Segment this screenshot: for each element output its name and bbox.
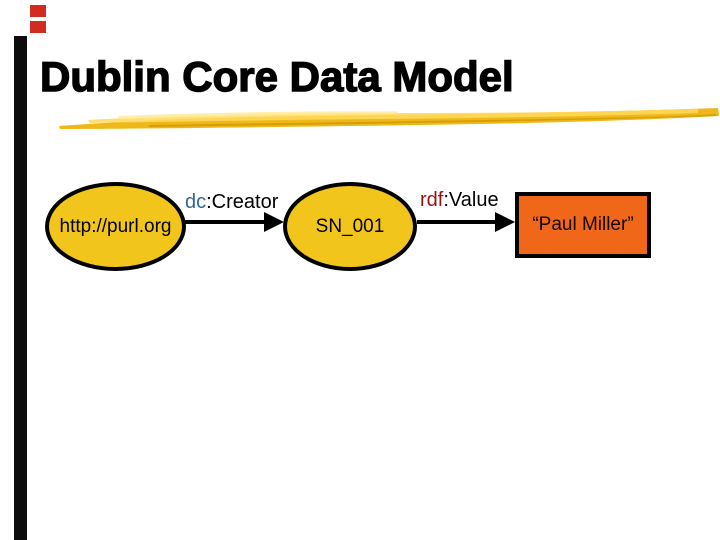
edge-rdf-value-arrow-line xyxy=(417,220,495,224)
brushstroke-underline xyxy=(59,108,719,129)
edge-rdf-value-label: rdf:Value xyxy=(420,189,499,212)
node-statement-label: SN_001 xyxy=(315,215,385,237)
red-accent-dash-bottom xyxy=(30,21,46,33)
edge-dc-creator-arrowhead xyxy=(264,212,284,232)
edge-rdf-prefix: rdf xyxy=(420,189,444,211)
left-accent-bar xyxy=(14,36,27,540)
node-resource-label: http://purl.org xyxy=(59,215,172,237)
edge-dc-suffix: :Creator xyxy=(206,191,279,213)
edge-rdf-value-arrowhead xyxy=(495,212,515,232)
node-literal-rectangle: “Paul Miller” xyxy=(515,192,651,258)
edge-dc-creator-label: dc:Creator xyxy=(185,191,278,214)
node-resource-ellipse: http://purl.org xyxy=(45,182,186,271)
red-accent-dash-top xyxy=(30,5,46,17)
slide-title: Dublin Core Data Model xyxy=(39,53,514,100)
node-literal-label: “Paul Miller” xyxy=(532,214,634,235)
edge-dc-creator-arrow-line xyxy=(185,220,265,224)
node-statement-ellipse: SN_001 xyxy=(283,182,417,271)
edge-dc-prefix: dc xyxy=(185,191,207,213)
edge-rdf-suffix: :Value xyxy=(443,189,499,211)
